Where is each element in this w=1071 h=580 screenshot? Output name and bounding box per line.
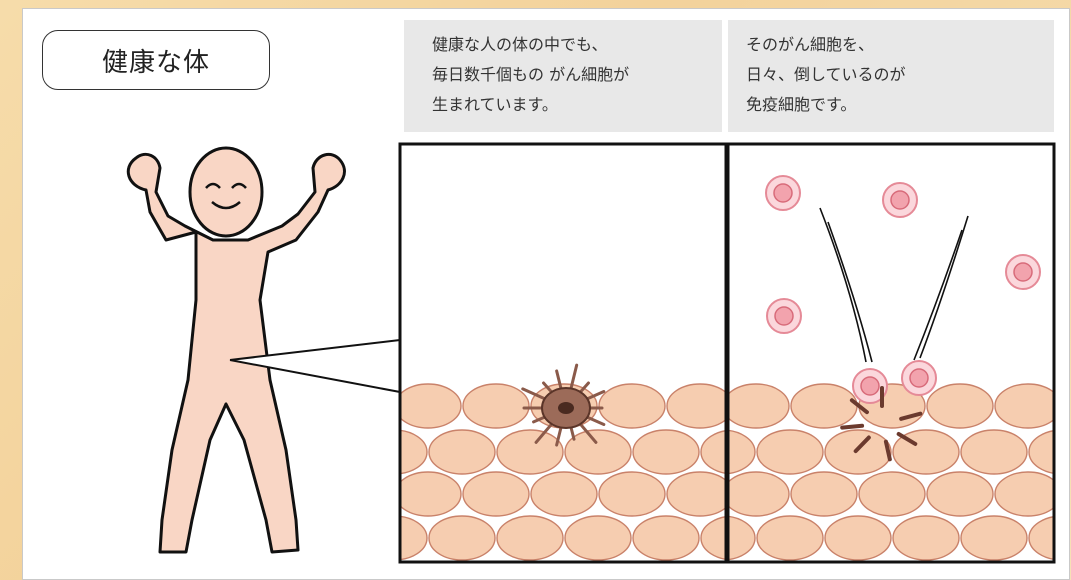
caption-right-line-2: 日々、倒しているのが	[746, 65, 906, 84]
tissue-right-icon	[728, 383, 1054, 561]
immune-cells-icon	[765, 175, 1041, 404]
title-box: 健康な体	[42, 30, 270, 90]
motion-lines-icon	[819, 207, 969, 363]
caption-left-line-1: 健康な人の体の中でも、	[432, 35, 608, 54]
caption-left-line-2: 毎日数千個もの がん細胞が	[432, 65, 630, 84]
caption-right: そのがん細胞を、 日々、倒しているのが 免疫細胞です。	[728, 20, 1054, 132]
person-icon	[126, 146, 346, 554]
cancer-cell-icon	[521, 363, 606, 447]
caption-right-line-3: 免疫細胞です。	[746, 95, 857, 114]
zoom-callout-icon	[229, 339, 401, 393]
caption-left-line-3: 生まれています。	[432, 95, 558, 114]
caption-left: 健康な人の体の中でも、 毎日数千個もの がん細胞が 生まれています。	[404, 20, 722, 132]
tissue-left-icon	[400, 383, 726, 561]
caption-right-line-1: そのがん細胞を、	[746, 35, 875, 54]
burst-icon	[840, 386, 923, 462]
